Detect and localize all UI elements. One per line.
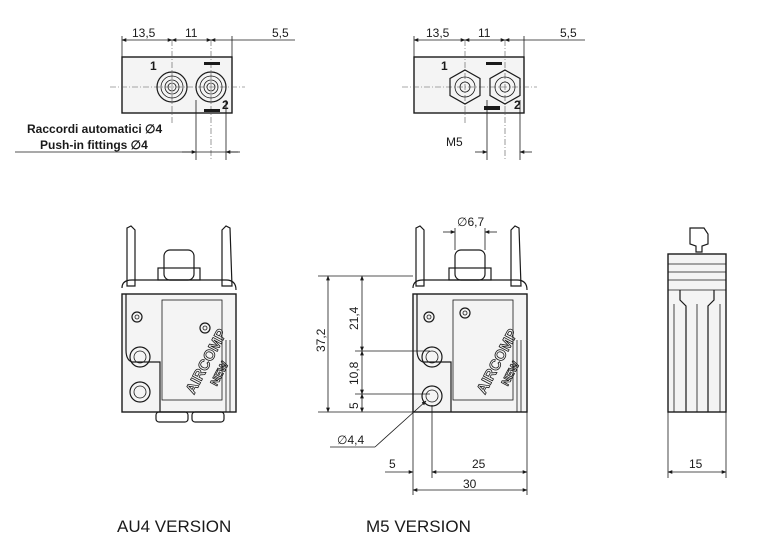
top-view-m5: 1 2 13,5 11 5,5 M5 xyxy=(402,26,585,160)
front-view-m5: AIRCOMP NEW ∅6,7 37,2 21,4 10,8 5 ∅4,4 xyxy=(314,215,528,495)
fitting-label-en: Push-in fittings ∅4 xyxy=(40,138,148,152)
dim-height-total: 37,2 xyxy=(314,328,328,352)
m5-dim-5-5: 5,5 xyxy=(560,26,577,40)
au4-plunger xyxy=(163,249,195,281)
dim-11: 11 xyxy=(185,26,198,40)
top-m5-body xyxy=(413,56,525,114)
dim-height-mid: 10,8 xyxy=(347,361,361,385)
m5-port-2-label: 2 xyxy=(514,98,521,112)
dim-13-5: 13,5 xyxy=(132,26,156,40)
dim-side-width: 15 xyxy=(689,457,703,471)
dim-w-total: 30 xyxy=(463,477,477,491)
push-in-fitting-1 xyxy=(156,71,188,103)
dim-height-low: 5 xyxy=(347,402,361,409)
dim-plunger-dia: ∅6,7 xyxy=(457,215,484,229)
m5-dim-13-5: 13,5 xyxy=(426,26,450,40)
hex-fitting-2 xyxy=(489,69,521,105)
m5-port-1-label: 1 xyxy=(441,59,448,73)
hex-fitting-1 xyxy=(449,69,481,105)
port-2-label: 2 xyxy=(222,98,229,112)
port-1-label: 1 xyxy=(150,59,157,73)
caption-m5: M5 VERSION xyxy=(366,517,471,536)
dim-5-5: 5,5 xyxy=(272,26,289,40)
dim-height-upper: 21,4 xyxy=(347,306,361,330)
side-view: 15 xyxy=(667,227,727,478)
dim-w-holes: 25 xyxy=(472,457,486,471)
caption-au4: AU4 VERSION xyxy=(117,517,231,536)
push-in-fitting-2 xyxy=(195,71,227,103)
thread-label: M5 xyxy=(446,135,463,149)
m5-dim-11: 11 xyxy=(478,26,491,40)
dim-w-offset: 5 xyxy=(389,457,396,471)
front-view-au4: AIRCOMP NEW xyxy=(121,225,237,423)
m5-plunger xyxy=(454,249,486,281)
top-view-au4: 1 2 13,5 11 5,5 Raccordi automatici ∅4 P… xyxy=(15,26,295,160)
dim-hole-dia: ∅4,4 xyxy=(337,433,364,447)
fitting-label-it: Raccordi automatici ∅4 xyxy=(27,122,162,136)
top-au4-body xyxy=(121,56,233,114)
